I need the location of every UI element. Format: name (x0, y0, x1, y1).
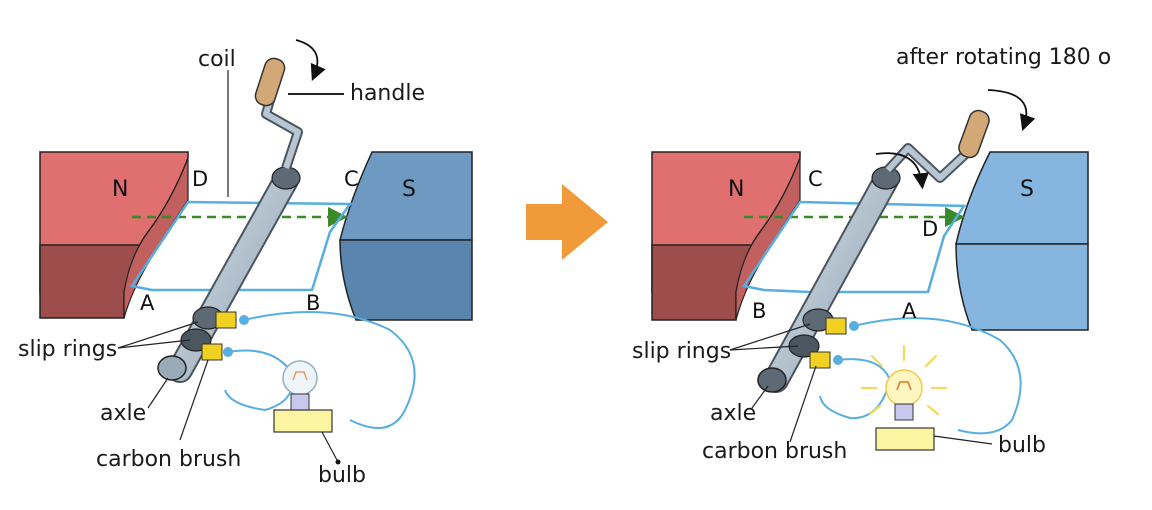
left-corner-d: D (192, 167, 208, 191)
right-carbon-brush-label: carbon brush (702, 439, 847, 464)
left-bulb-label: bulb (318, 463, 366, 488)
left-handle-label: handle (350, 81, 425, 106)
right-brush-leader (789, 365, 817, 443)
right-corner-a: A (902, 299, 917, 323)
left-panel: coil handle N S D C A B slip rings axle … (18, 39, 473, 488)
left-crank (254, 57, 303, 170)
right-bulb-leader (933, 435, 993, 445)
left-south-magnet (339, 151, 473, 321)
right-bulb-glow (860, 344, 948, 416)
left-bulb (273, 360, 333, 433)
left-coil-label: coil (198, 47, 236, 72)
right-rotation-arrow-1 (987, 89, 1036, 132)
left-bulb-leader-dot (335, 459, 341, 465)
left-south-label: S (402, 177, 416, 202)
right-axle-label: axle (710, 401, 756, 426)
left-corner-b: B (306, 291, 320, 315)
left-north-magnet (39, 151, 189, 319)
right-north-magnet (651, 151, 801, 321)
right-carbon-brushes (809, 317, 859, 369)
right-rotation-arrow-2 (875, 152, 929, 190)
right-slip-rings-label: slip rings (632, 339, 731, 364)
left-slip-leader-2 (117, 339, 191, 349)
right-coil-loop (741, 200, 967, 294)
right-south-label: S (1020, 177, 1034, 202)
right-south-magnet (955, 151, 1089, 331)
left-wire-2 (224, 349, 294, 412)
right-corner-b: B (752, 299, 766, 323)
left-slip-rings-label: slip rings (18, 337, 117, 362)
left-wire-1 (243, 311, 416, 429)
right-north-label: N (728, 177, 744, 202)
left-coil-loop (129, 200, 353, 292)
right-slip-leader-2 (729, 345, 799, 351)
right-slip-leader-1 (729, 323, 811, 351)
left-north-label: N (112, 177, 128, 202)
left-bulb-leader (321, 431, 339, 463)
left-axle-leader (147, 377, 169, 409)
right-caption: after rotating 180 o (896, 45, 1111, 70)
right-bulb (860, 344, 948, 451)
left-axle-label: axle (100, 401, 146, 426)
left-carbon-brush-label: carbon brush (96, 447, 241, 472)
left-brush-leader (179, 359, 209, 441)
right-corner-c: C (808, 167, 823, 191)
right-axle-leader (751, 385, 769, 409)
right-panel: after rotating 180 o N S C D B A slip ri… (632, 45, 1111, 464)
right-crank (884, 109, 990, 183)
transition-arrow (526, 184, 608, 260)
left-axle (157, 166, 301, 383)
left-rotation-arrow (295, 39, 326, 81)
right-corner-d: D (922, 217, 938, 241)
left-carbon-brushes (201, 311, 249, 361)
left-corner-c: C (344, 167, 359, 191)
left-corner-a: A (140, 291, 155, 315)
right-bulb-label: bulb (998, 433, 1046, 458)
left-slip-leader-1 (117, 321, 199, 349)
right-wire-1 (853, 317, 1022, 435)
